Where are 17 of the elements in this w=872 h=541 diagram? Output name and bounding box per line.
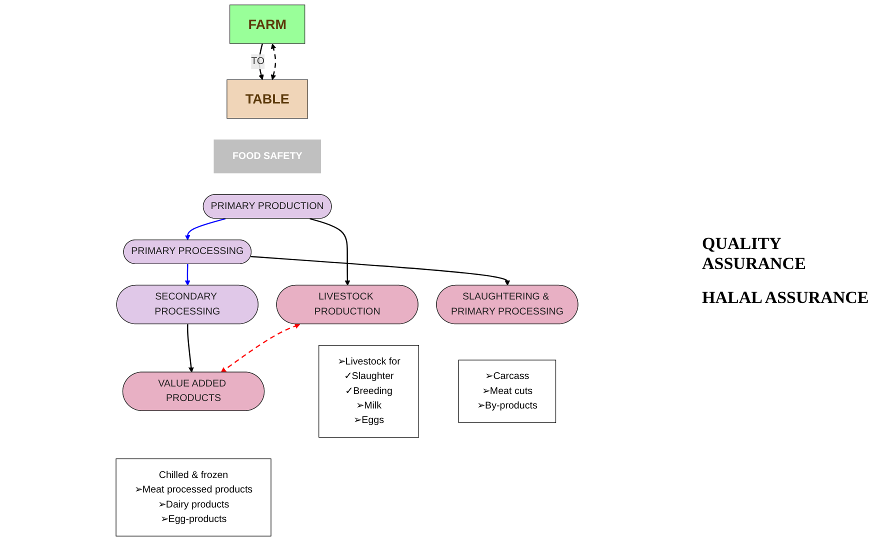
assurance-label: QUALITY ASSURANCE xyxy=(702,234,807,274)
arrow xyxy=(186,324,194,373)
node-box: FOOD SAFETY xyxy=(214,140,321,174)
node-box: Chilled & frozen ➢Meat processed products ➢Dairy products ➢Egg-products xyxy=(116,458,272,536)
node-box: TABLE xyxy=(226,79,308,119)
arrow xyxy=(220,324,300,373)
arrow xyxy=(184,264,190,286)
node-box: FARM xyxy=(230,4,306,44)
node-box: ➢Livestock for ✓Slaughter ✓Breeding ➢Milk ➢Eggs xyxy=(318,345,420,438)
arrow xyxy=(270,44,276,80)
arrow xyxy=(250,256,510,286)
arrow xyxy=(258,43,264,80)
edge-label: TO xyxy=(251,56,265,67)
arrow xyxy=(184,218,226,240)
arrow xyxy=(310,218,350,286)
node-box: ➢Carcass ➢Meat cuts ➢By-products xyxy=(458,360,556,423)
assurance-label: HALAL ASSURANCE xyxy=(702,288,870,308)
